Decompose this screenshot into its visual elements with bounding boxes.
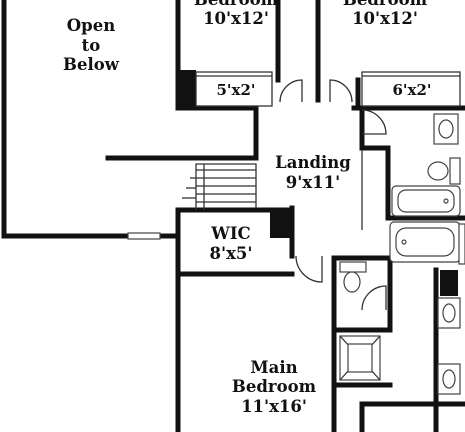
main-bedroom-line2: Bedroom <box>232 377 317 396</box>
wic-size: 8'x5' <box>210 244 253 263</box>
wic-name: WIC <box>210 224 250 243</box>
bedroom-left-name: Bedroom <box>194 0 279 9</box>
label-main-bedroom: Main Bedroom 11'x16' <box>232 358 317 416</box>
bedroom-right-name: Bedroom <box>343 0 428 9</box>
label-bedroom-right: Bedroom 10'x12' <box>343 0 428 28</box>
label-landing: Landing 9'x11' <box>275 153 351 192</box>
stairs <box>182 150 363 230</box>
bedroom-right-size: 10'x12' <box>352 9 418 28</box>
main-bedroom-line1: Main <box>250 358 297 377</box>
landing-size: 9'x11' <box>286 173 340 192</box>
doors <box>279 79 387 311</box>
closet-right <box>361 71 461 107</box>
wall-blocks <box>176 70 458 296</box>
label-bedroom-left: Bedroom 10'x12' <box>194 0 279 28</box>
label-wic: WIC 8'x5' <box>210 224 253 263</box>
window <box>127 232 161 240</box>
open-to-below-line1: Open <box>67 16 115 35</box>
bathroom-fixtures <box>339 113 465 395</box>
bedroom-left-size: 10'x12' <box>203 9 269 28</box>
closet-left-size: 5'x2' <box>216 81 255 99</box>
open-to-below-line2: to <box>82 36 101 55</box>
label-open-to-below: Open to Below <box>63 16 120 74</box>
main-bedroom-size: 11'x16' <box>241 397 307 416</box>
closet-right-size: 6'x2' <box>392 81 431 99</box>
open-to-below-line3: Below <box>63 55 120 74</box>
closet-left <box>195 71 273 107</box>
landing-name: Landing <box>275 153 351 172</box>
